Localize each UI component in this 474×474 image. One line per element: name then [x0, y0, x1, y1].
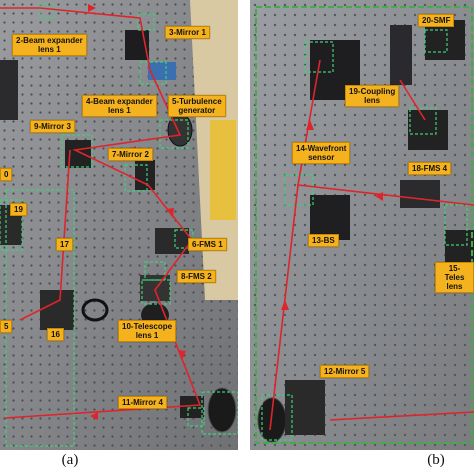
label-wavefront-sensor: 14-Wavefront sensor [292, 142, 351, 164]
label-smf: 20-SMF [418, 14, 455, 27]
label-mirror-4: 11-Mirror 4 [118, 396, 167, 409]
mirror-2-mount [135, 160, 155, 190]
label-17: 17 [56, 238, 73, 251]
label-mirror-1: 3-Mirror 1 [165, 26, 210, 39]
caption-b: (b) [427, 452, 445, 468]
label-fms-2: 8-FMS 2 [177, 270, 216, 283]
dashed-boxes-a [0, 3, 238, 447]
coupling-lens-stage [390, 25, 412, 85]
label-bs: 13-BS [308, 234, 339, 247]
label-5: 5 [0, 320, 13, 333]
panel-b-scene [250, 0, 474, 450]
table-holes-b [250, 0, 474, 450]
equipment-center [400, 180, 440, 208]
label-fms-4: 18-FMS 4 [408, 162, 452, 175]
label-mirror-5: 12-Mirror 5 [320, 365, 370, 378]
label-16: 16 [47, 328, 64, 341]
panel-b-photo: 20-SMF 19-Coupling lens 14-Wavefront sen… [250, 0, 474, 450]
label-telescope-lens-1: 10-Telescope lens 1 [118, 320, 177, 342]
label-fms-1: 6-FMS 1 [188, 238, 227, 251]
label-19: 19 [10, 203, 27, 216]
mirror-4-mount [180, 396, 204, 418]
label-mirror-2: 7-Mirror 2 [108, 148, 153, 161]
panel-a-scene [0, 0, 238, 450]
equipment-left [0, 60, 18, 120]
bs-mount [310, 195, 350, 240]
label-coupling-lens: 19-Coupling lens [345, 85, 400, 107]
beam-arrows-b [281, 120, 383, 310]
panel-a-photo: 2-Beam expander lens 1 3-Mirror 1 4-Beam… [0, 0, 238, 450]
frame-b [255, 6, 473, 444]
label-telescope-lens: 15-Teles lens [435, 262, 474, 293]
fms-1-mount [155, 228, 189, 254]
beam-expander-mount [148, 62, 176, 80]
label-turbulence-generator: 5-Turbulence generator [168, 95, 226, 117]
laser-beam-b [269, 59, 474, 431]
label-mirror-3: 9-Mirror 3 [30, 120, 75, 133]
mirror-4-lens [207, 387, 237, 433]
caption-a: (a) [61, 452, 79, 468]
yellow-frame [210, 120, 236, 220]
dashed-boxes-b [261, 29, 468, 441]
label-beam-expander-lens-1b: 4-Beam expander lens 1 [82, 95, 157, 117]
left-equipment-16 [40, 290, 74, 330]
mirror-5-mount [285, 380, 325, 435]
cable-coil [81, 298, 109, 322]
fms-4-stage [408, 110, 448, 150]
label-0: 0 [0, 168, 13, 181]
label-beam-expander-lens-1: 2-Beam expander lens 1 [12, 34, 87, 56]
